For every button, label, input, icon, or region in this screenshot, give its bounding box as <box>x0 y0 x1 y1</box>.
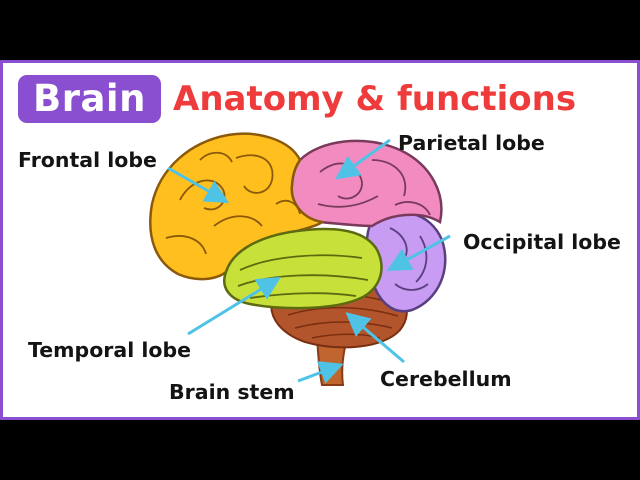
label-temporal-lobe: Temporal lobe <box>28 338 192 362</box>
arrow-parietal <box>335 138 391 180</box>
pointer-arrows <box>167 138 451 384</box>
label-occipital-lobe: Occipital lobe <box>463 230 621 254</box>
page-title: Anatomy & functions <box>173 79 577 119</box>
arrow-temporal <box>187 276 282 336</box>
label-cerebellum: Cerebellum <box>380 367 512 391</box>
label-parietal-lobe: Parietal lobe <box>398 131 545 155</box>
label-brain-stem: Brain stem <box>169 380 295 404</box>
title-badge: Brain <box>18 75 161 123</box>
arrow-cerebellum <box>345 312 405 364</box>
arrow-occipital <box>386 234 451 271</box>
arrow-frontal <box>167 166 230 203</box>
arrow-brain-stem <box>297 361 344 384</box>
label-frontal-lobe: Frontal lobe <box>18 148 157 172</box>
